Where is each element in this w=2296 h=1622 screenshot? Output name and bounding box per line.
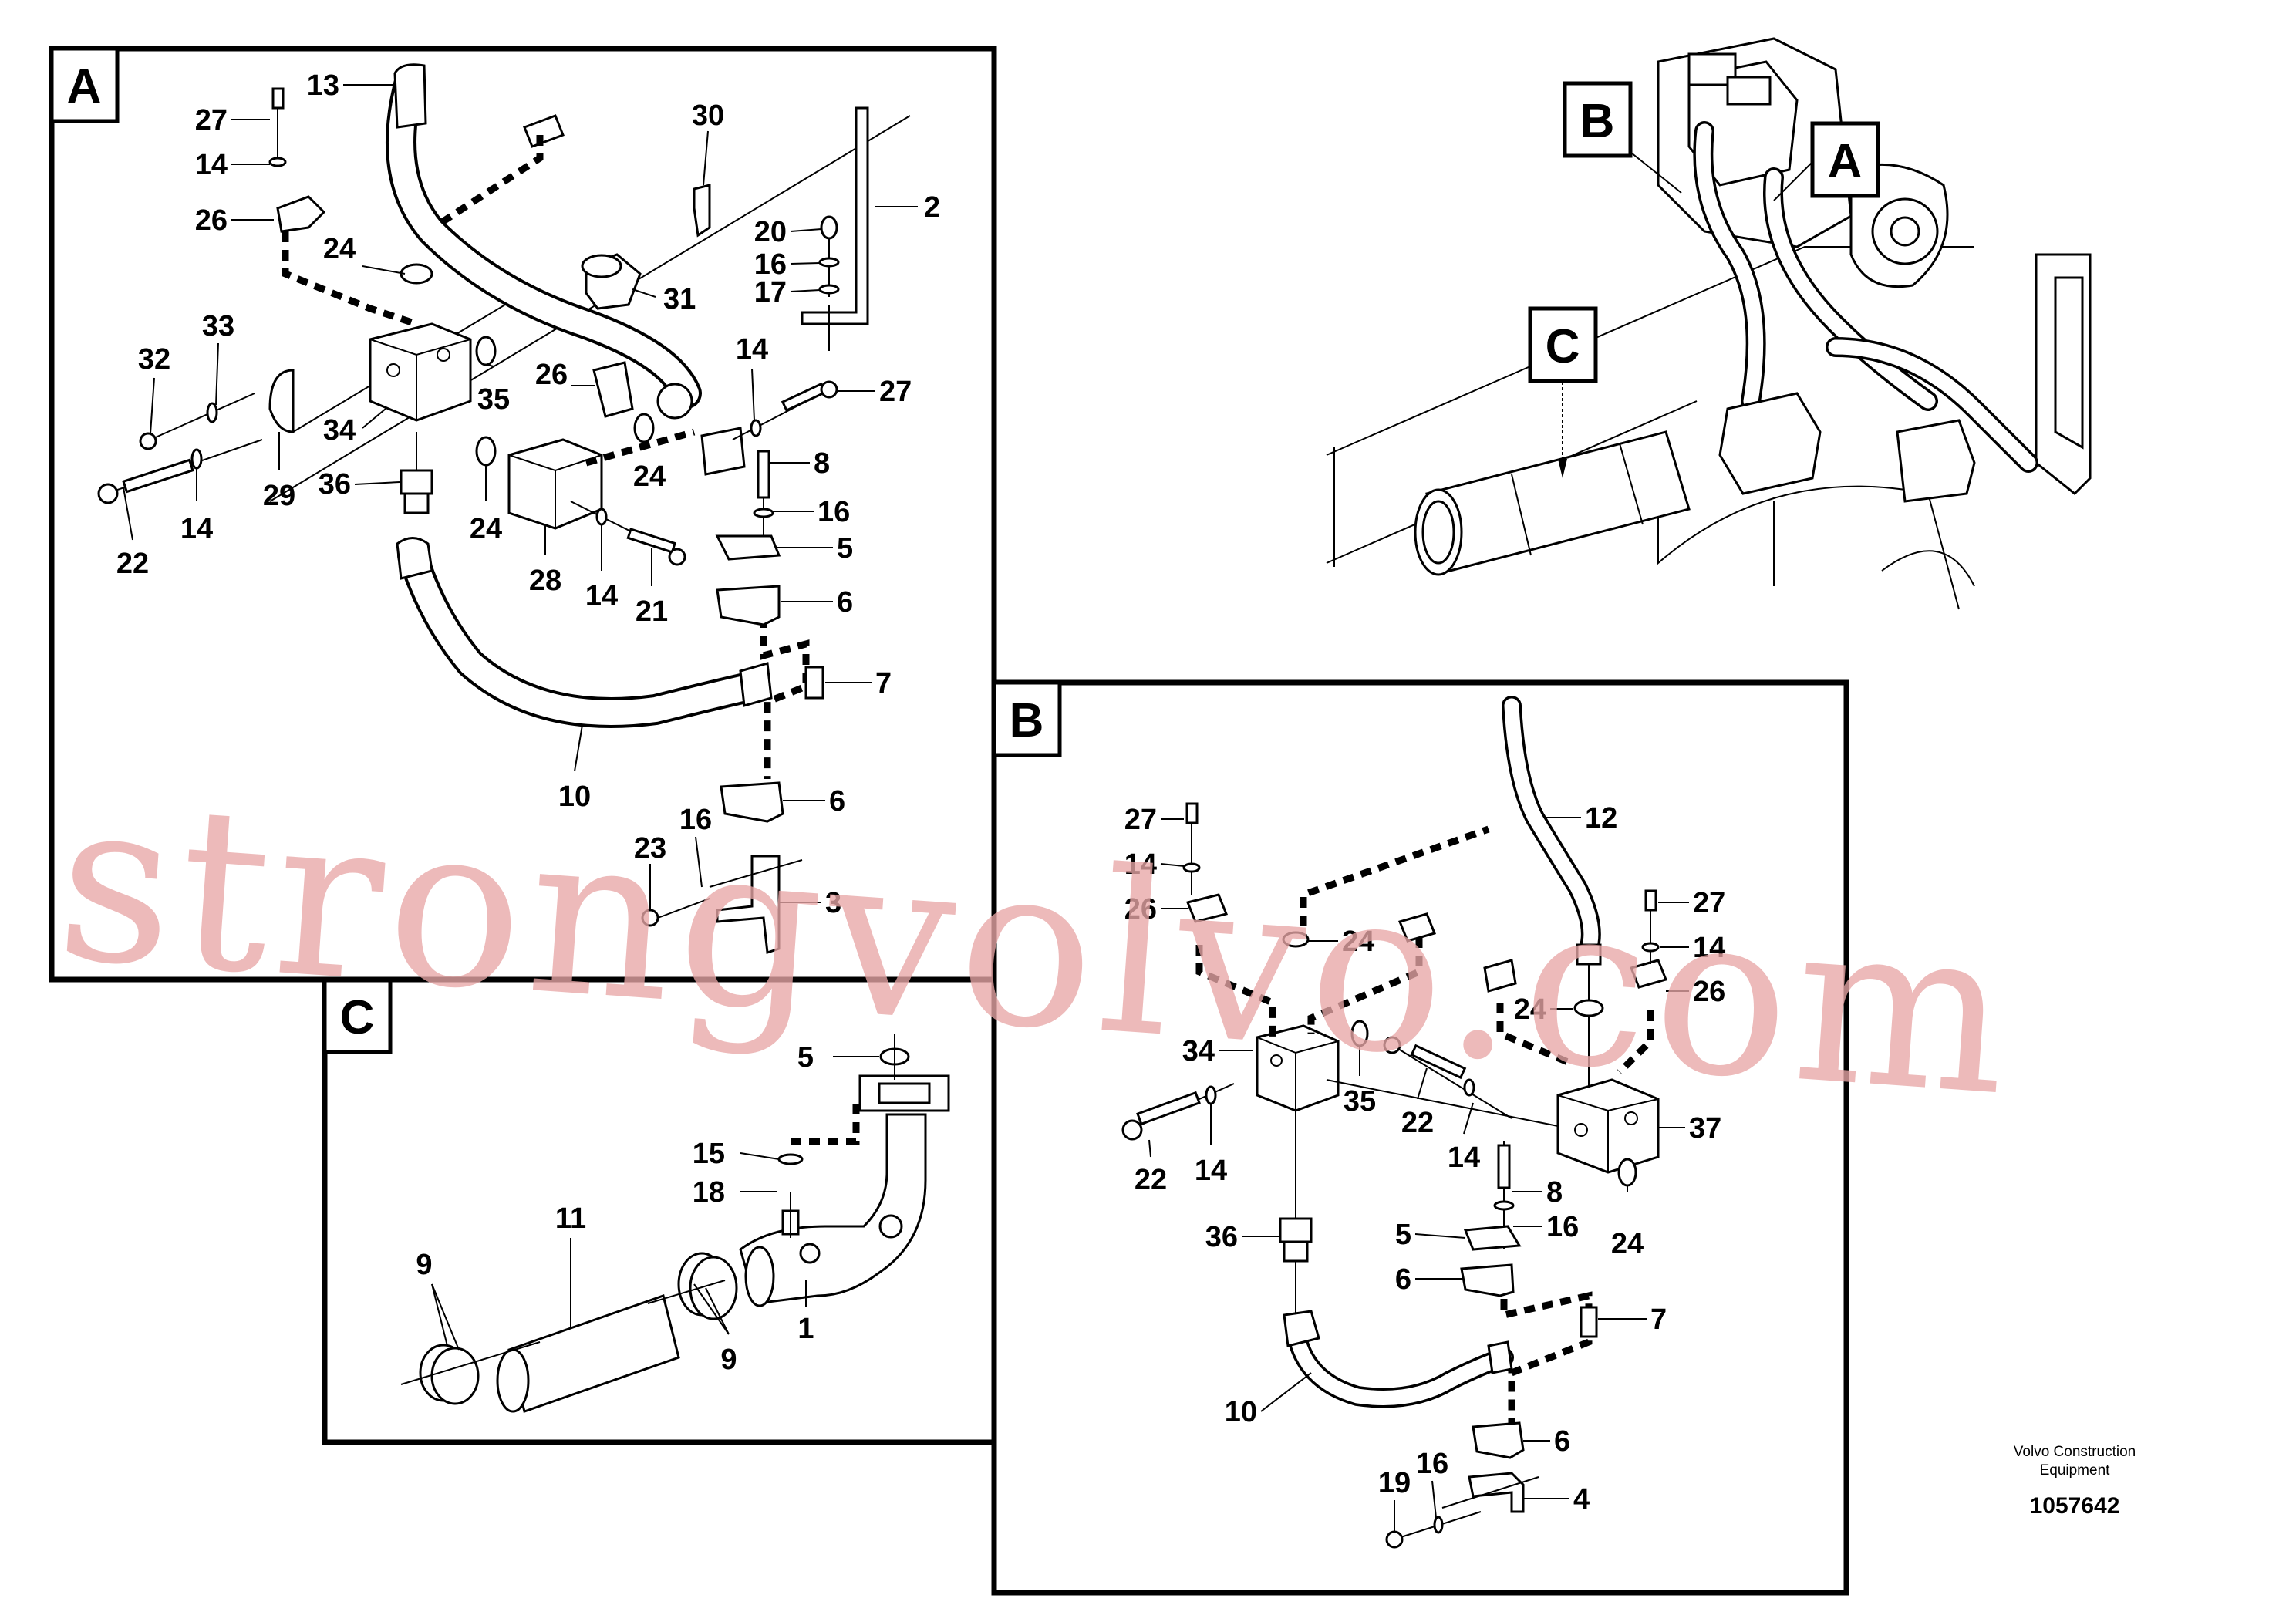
svg-text:24: 24	[323, 233, 356, 265]
svg-text:16: 16	[754, 248, 787, 281]
svg-text:14: 14	[1693, 932, 1725, 964]
svg-text:11: 11	[555, 1202, 586, 1235]
svg-text:4: 4	[1573, 1483, 1590, 1516]
svg-text:27: 27	[195, 104, 228, 137]
svg-text:B: B	[1010, 694, 1044, 747]
svg-text:6: 6	[837, 586, 853, 619]
svg-text:27: 27	[1124, 804, 1157, 836]
svg-text:13: 13	[307, 69, 339, 102]
svg-text:22: 22	[1401, 1107, 1434, 1139]
svg-text:A: A	[1828, 135, 1863, 188]
svg-text:27: 27	[879, 376, 912, 408]
svg-text:10: 10	[558, 781, 591, 813]
overview-tag-a: A	[1810, 121, 1880, 198]
svg-text:8: 8	[1546, 1176, 1563, 1209]
svg-text:21: 21	[636, 595, 668, 628]
svg-text:24: 24	[1514, 993, 1546, 1026]
svg-text:27: 27	[1693, 887, 1725, 919]
svg-text:26: 26	[1693, 976, 1725, 1008]
svg-text:1057642: 1057642	[2030, 1493, 2120, 1519]
svg-text:26: 26	[535, 359, 568, 391]
svg-text:24: 24	[633, 460, 666, 493]
svg-text:14: 14	[1448, 1141, 1480, 1174]
svg-text:16: 16	[818, 496, 850, 528]
view-b-panel: B	[991, 679, 1849, 1596]
svg-text:14: 14	[195, 149, 228, 181]
svg-text:5: 5	[797, 1041, 814, 1074]
svg-text:Equipment: Equipment	[2040, 1462, 2111, 1479]
svg-text:A: A	[67, 60, 102, 113]
view-a-panel: A	[49, 46, 997, 983]
svg-text:6: 6	[1554, 1425, 1570, 1458]
svg-text:Volvo Construction: Volvo Construction	[2014, 1444, 2136, 1460]
svg-text:35: 35	[477, 383, 510, 416]
svg-text:34: 34	[323, 414, 356, 447]
svg-text:12: 12	[1585, 802, 1617, 835]
svg-text:18: 18	[693, 1176, 725, 1209]
svg-text:20: 20	[754, 216, 787, 248]
svg-text:8: 8	[814, 447, 830, 480]
overview-tag-b: B	[1563, 81, 1633, 158]
svg-text:24: 24	[1611, 1228, 1644, 1260]
svg-text:37: 37	[1689, 1112, 1721, 1145]
svg-text:31: 31	[663, 283, 696, 315]
svg-text:36: 36	[1205, 1221, 1238, 1253]
svg-text:15: 15	[693, 1138, 725, 1170]
footer-brand: Volvo Construction Equipment 1057642	[2014, 1444, 2136, 1519]
svg-text:29: 29	[263, 480, 295, 512]
svg-text:9: 9	[416, 1249, 432, 1281]
svg-text:17: 17	[754, 276, 787, 309]
svg-text:6: 6	[1395, 1263, 1411, 1296]
svg-text:10: 10	[1225, 1396, 1257, 1428]
svg-text:6: 6	[829, 785, 845, 818]
svg-text:14: 14	[180, 513, 213, 545]
svg-text:B: B	[1580, 95, 1615, 148]
svg-text:C: C	[340, 991, 375, 1044]
svg-text:28: 28	[529, 565, 561, 597]
svg-text:22: 22	[1135, 1164, 1167, 1196]
svg-text:7: 7	[875, 667, 892, 700]
svg-text:9: 9	[720, 1344, 737, 1376]
svg-text:33: 33	[202, 310, 234, 342]
svg-text:14: 14	[1124, 848, 1157, 881]
svg-text:16: 16	[679, 804, 712, 836]
svg-text:23: 23	[634, 832, 666, 865]
svg-text:36: 36	[319, 468, 351, 501]
svg-text:34: 34	[1182, 1035, 1215, 1067]
svg-text:7: 7	[1650, 1303, 1667, 1336]
svg-text:35: 35	[1344, 1085, 1376, 1118]
overview-tag-c: C	[1528, 306, 1598, 383]
svg-text:32: 32	[138, 343, 170, 376]
svg-text:1: 1	[797, 1313, 814, 1345]
svg-text:24: 24	[1342, 926, 1374, 958]
svg-text:26: 26	[1124, 893, 1157, 926]
svg-text:16: 16	[1546, 1211, 1579, 1243]
svg-text:3: 3	[825, 887, 841, 919]
svg-text:22: 22	[116, 548, 149, 580]
svg-text:26: 26	[195, 204, 228, 237]
overview-illustration	[1326, 37, 2092, 610]
svg-text:5: 5	[1395, 1219, 1411, 1251]
svg-text:24: 24	[470, 513, 502, 545]
svg-text:5: 5	[837, 532, 853, 565]
svg-text:14: 14	[585, 580, 618, 612]
svg-text:16: 16	[1416, 1448, 1448, 1480]
svg-text:30: 30	[692, 99, 724, 132]
view-c-panel: C 5 15 18 11	[322, 976, 997, 1445]
svg-text:14: 14	[1195, 1155, 1227, 1187]
svg-text:14: 14	[736, 333, 768, 366]
svg-text:2: 2	[924, 191, 940, 224]
svg-text:C: C	[1546, 320, 1580, 373]
svg-text:19: 19	[1378, 1467, 1411, 1499]
